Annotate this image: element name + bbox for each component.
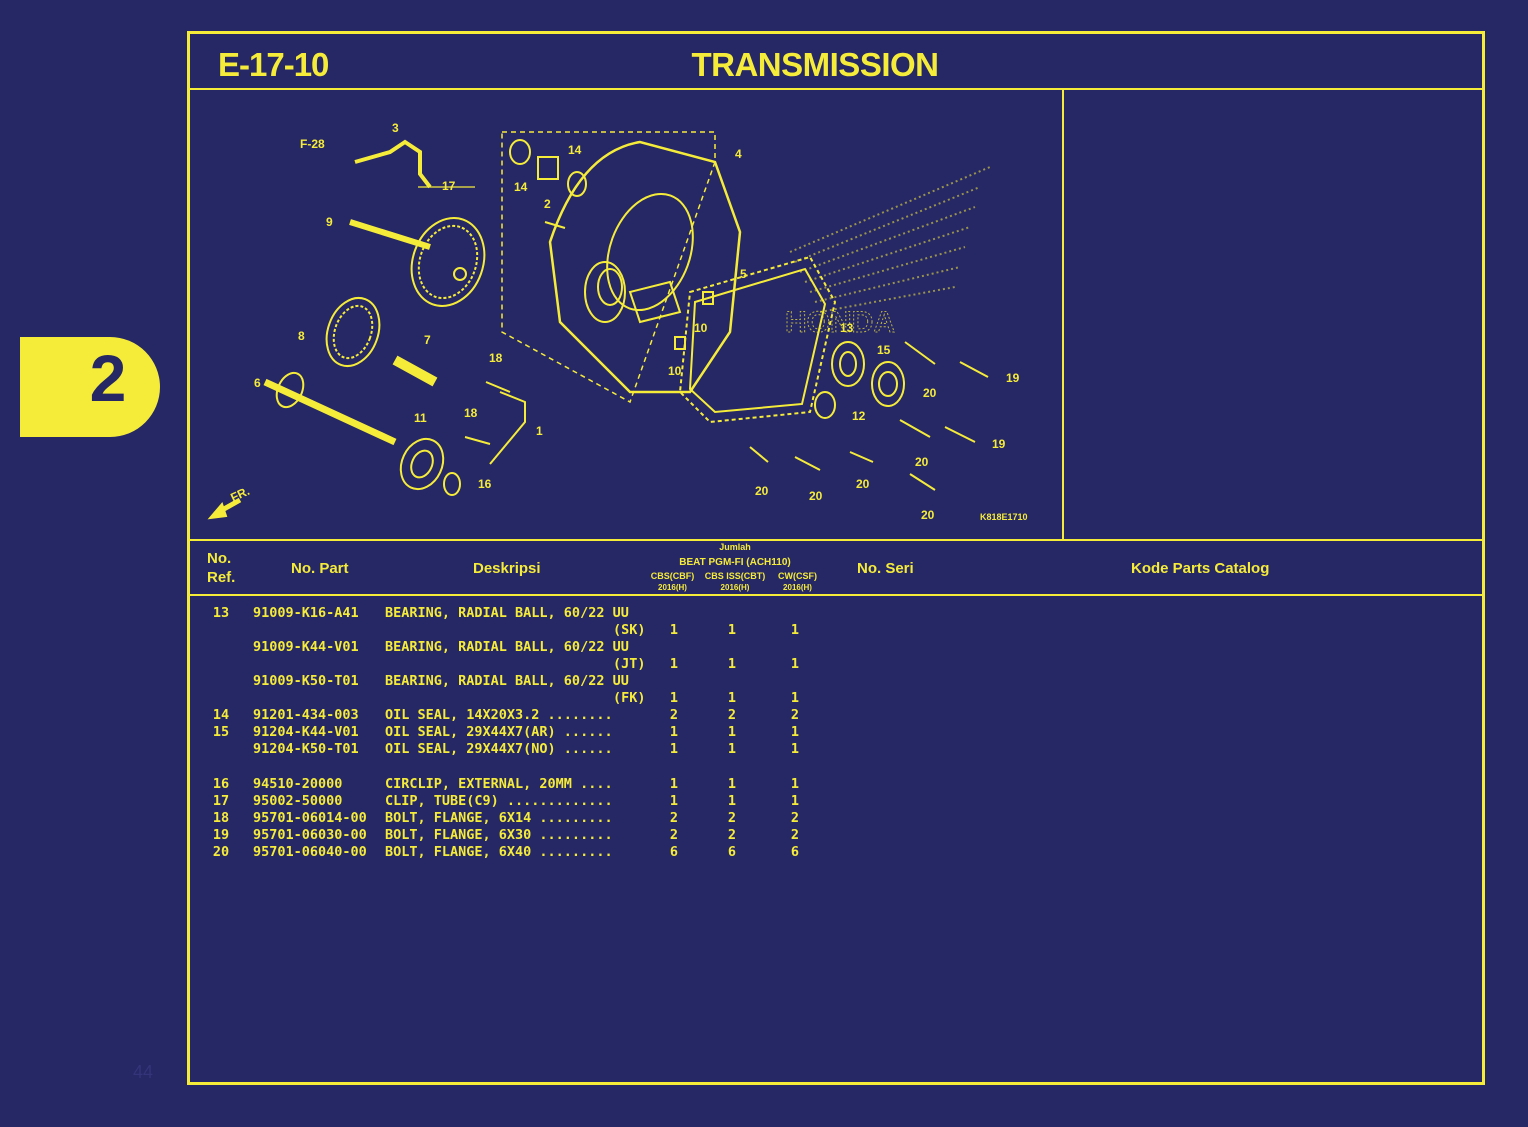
svg-text:8: 8 xyxy=(298,329,305,343)
col-header-deskripsi: Deskripsi xyxy=(473,560,541,577)
col-header-jumlah: Jumlah xyxy=(719,542,751,552)
svg-text:9: 9 xyxy=(326,215,333,229)
svg-text:19: 19 xyxy=(992,437,1006,451)
svg-text:10: 10 xyxy=(694,321,708,335)
svg-text:14: 14 xyxy=(568,143,582,157)
svg-text:4: 4 xyxy=(735,147,742,161)
svg-text:2: 2 xyxy=(544,197,551,211)
col-header-no-ref: No. Ref. xyxy=(207,550,236,586)
diagram-divider xyxy=(188,539,1484,541)
col-header-variant-1-year: 2016(H) xyxy=(658,583,687,592)
svg-text:11: 11 xyxy=(414,411,427,425)
col-header-no-part: No. Part xyxy=(291,560,349,577)
svg-text:20: 20 xyxy=(755,484,769,498)
col-header-variant-2: CBS ISS(CBT) xyxy=(704,571,766,581)
section-code: E-17-10 xyxy=(218,46,329,83)
svg-text:18: 18 xyxy=(489,351,503,365)
col-header-variant-2-year: 2016(H) xyxy=(720,583,750,592)
catalog-frame xyxy=(187,31,1485,1085)
svg-text:7: 7 xyxy=(424,333,431,347)
col-header-variant-1: CBS(CBF) xyxy=(650,571,695,581)
svg-text:14: 14 xyxy=(514,180,528,194)
col-header-model: BEAT PGM-FI (ACH110) xyxy=(679,557,791,568)
col-header-variant-3: CW(CSF) xyxy=(778,571,817,581)
header-divider xyxy=(188,88,1484,90)
svg-text:FR.: FR. xyxy=(228,484,251,505)
svg-text:19: 19 xyxy=(1006,371,1020,385)
svg-text:12: 12 xyxy=(852,409,866,423)
svg-text:13: 13 xyxy=(840,321,854,335)
svg-text:K818E1710: K818E1710 xyxy=(980,512,1028,522)
svg-text:16: 16 xyxy=(478,477,492,491)
section-tab xyxy=(20,337,160,437)
col-header-variant-3-year: 2016(H) xyxy=(783,583,812,592)
col-header-kode: Kode Parts Catalog xyxy=(1131,560,1270,577)
col-header-no-seri: No. Seri xyxy=(857,560,914,577)
svg-text:17: 17 xyxy=(442,179,456,193)
table-header-divider xyxy=(188,594,1484,596)
svg-text:3: 3 xyxy=(392,121,399,135)
svg-text:20: 20 xyxy=(809,489,823,503)
svg-text:10: 10 xyxy=(668,364,682,378)
svg-text:5: 5 xyxy=(740,267,747,281)
svg-text:20: 20 xyxy=(915,455,929,469)
page-number: 44 xyxy=(133,1062,154,1082)
svg-text:20: 20 xyxy=(856,477,870,491)
diagram-side-divider xyxy=(1062,89,1064,540)
svg-text:20: 20 xyxy=(923,386,937,400)
svg-text:18: 18 xyxy=(464,406,478,420)
svg-text:1: 1 xyxy=(536,424,543,438)
svg-text:F-28: F-28 xyxy=(300,137,325,151)
honda-wing-watermark xyxy=(789,166,991,313)
svg-text:20: 20 xyxy=(921,508,935,522)
section-tab-number: 2 xyxy=(89,341,127,415)
transmission-exploded-diagram: HONDA xyxy=(207,121,1028,522)
svg-text:15: 15 xyxy=(877,343,891,357)
page-title: TRANSMISSION xyxy=(691,46,939,83)
svg-text:6: 6 xyxy=(254,376,261,390)
honda-logo-text: HONDA xyxy=(785,306,895,339)
